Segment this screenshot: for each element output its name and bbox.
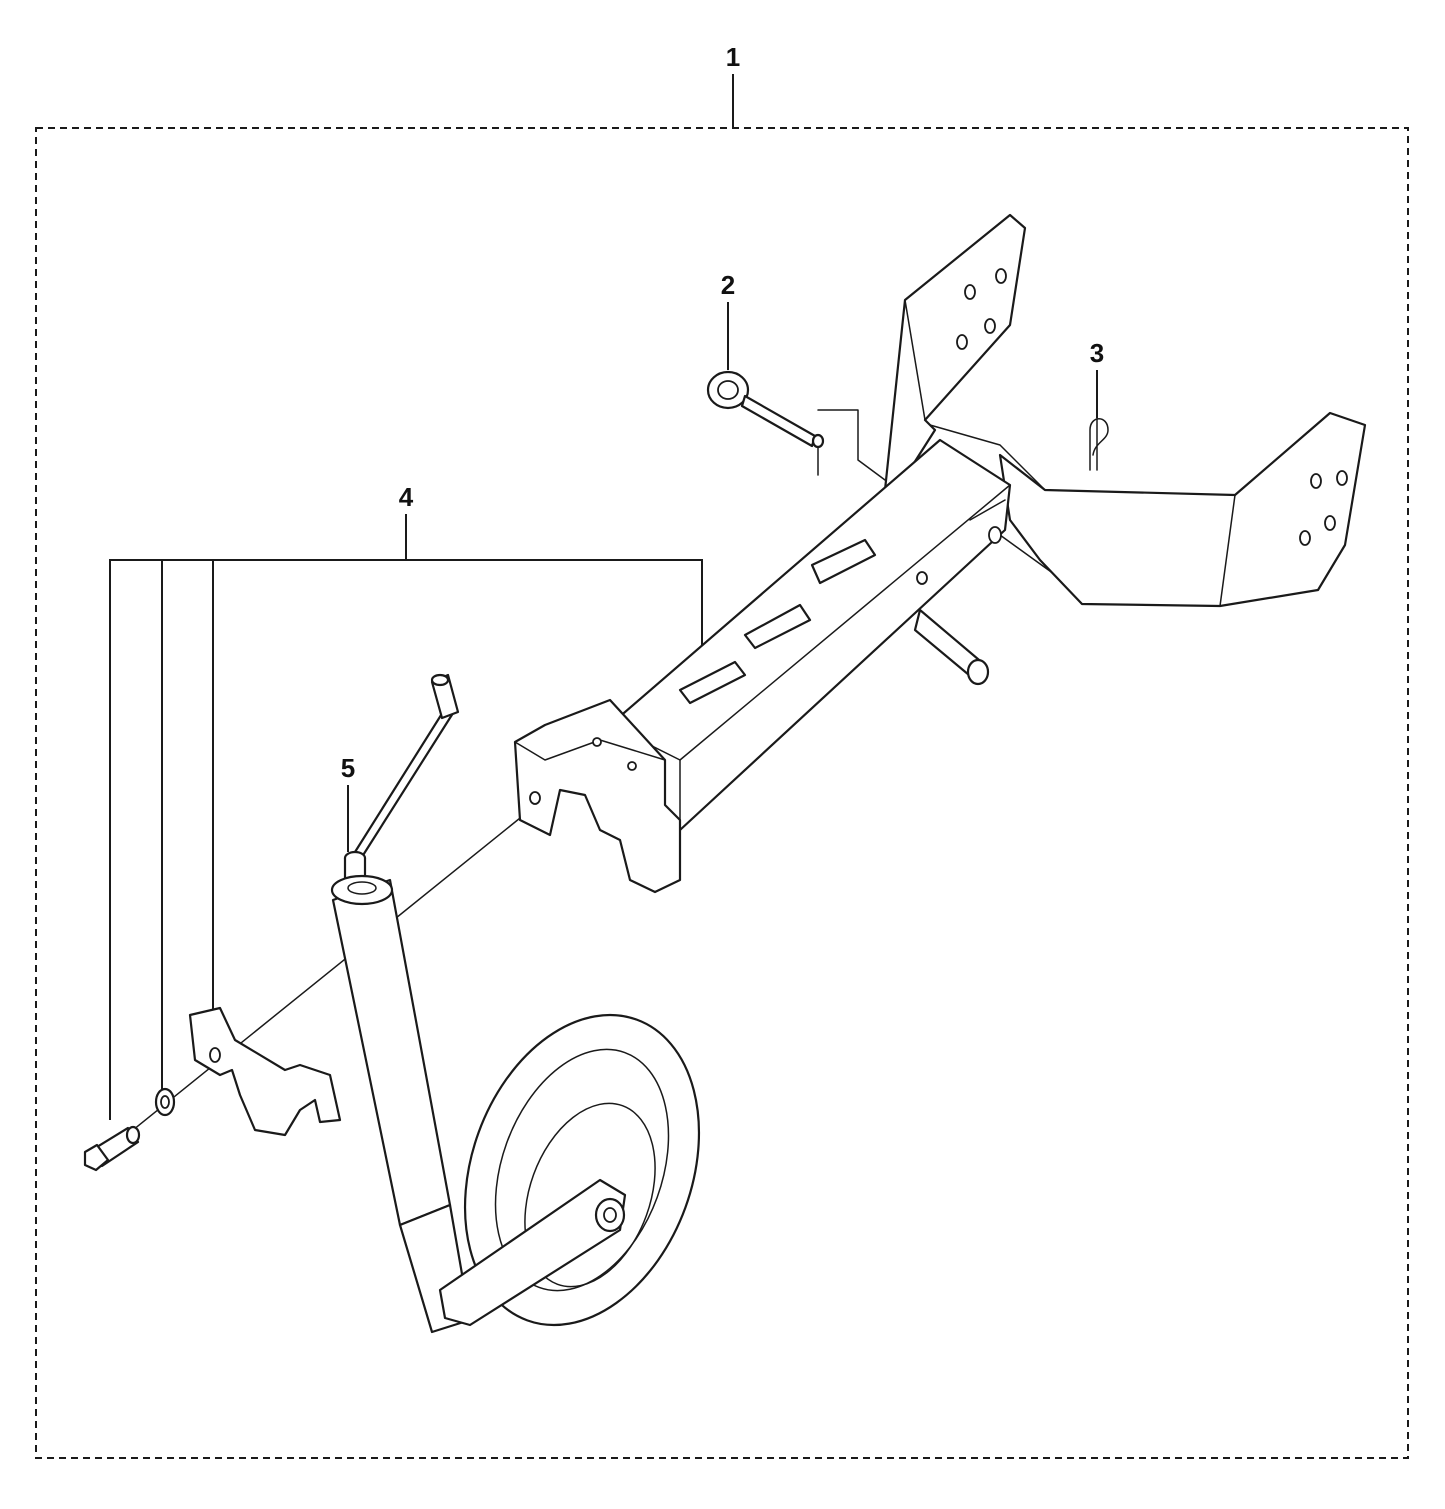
- drawbar-tube: [608, 438, 1012, 832]
- pin-part-2: [706, 370, 886, 481]
- mounting-bracket: [883, 213, 1367, 608]
- bolt: [83, 1125, 141, 1172]
- bracket-4: [109, 559, 703, 1120]
- callout-5: 5: [341, 753, 355, 852]
- callout-2: 2: [721, 270, 735, 370]
- callout-5-label: 5: [341, 753, 355, 783]
- callout-2-label: 2: [721, 270, 735, 300]
- r-clip-part-3: [1089, 417, 1109, 471]
- clamp-head: [513, 698, 682, 894]
- callout-4: 4: [109, 482, 703, 1120]
- kit-boundary: [35, 127, 1409, 1459]
- callout-1-label: 1: [726, 42, 740, 72]
- callout-1: 1: [726, 42, 740, 128]
- callout-3-label: 3: [1090, 338, 1104, 368]
- clamp-bracket: [188, 1006, 342, 1137]
- callout-4-label: 4: [399, 482, 414, 512]
- washer: [154, 1087, 176, 1117]
- jockey-wheel-part-5: [330, 673, 701, 1334]
- callout-3: 3: [1090, 338, 1104, 418]
